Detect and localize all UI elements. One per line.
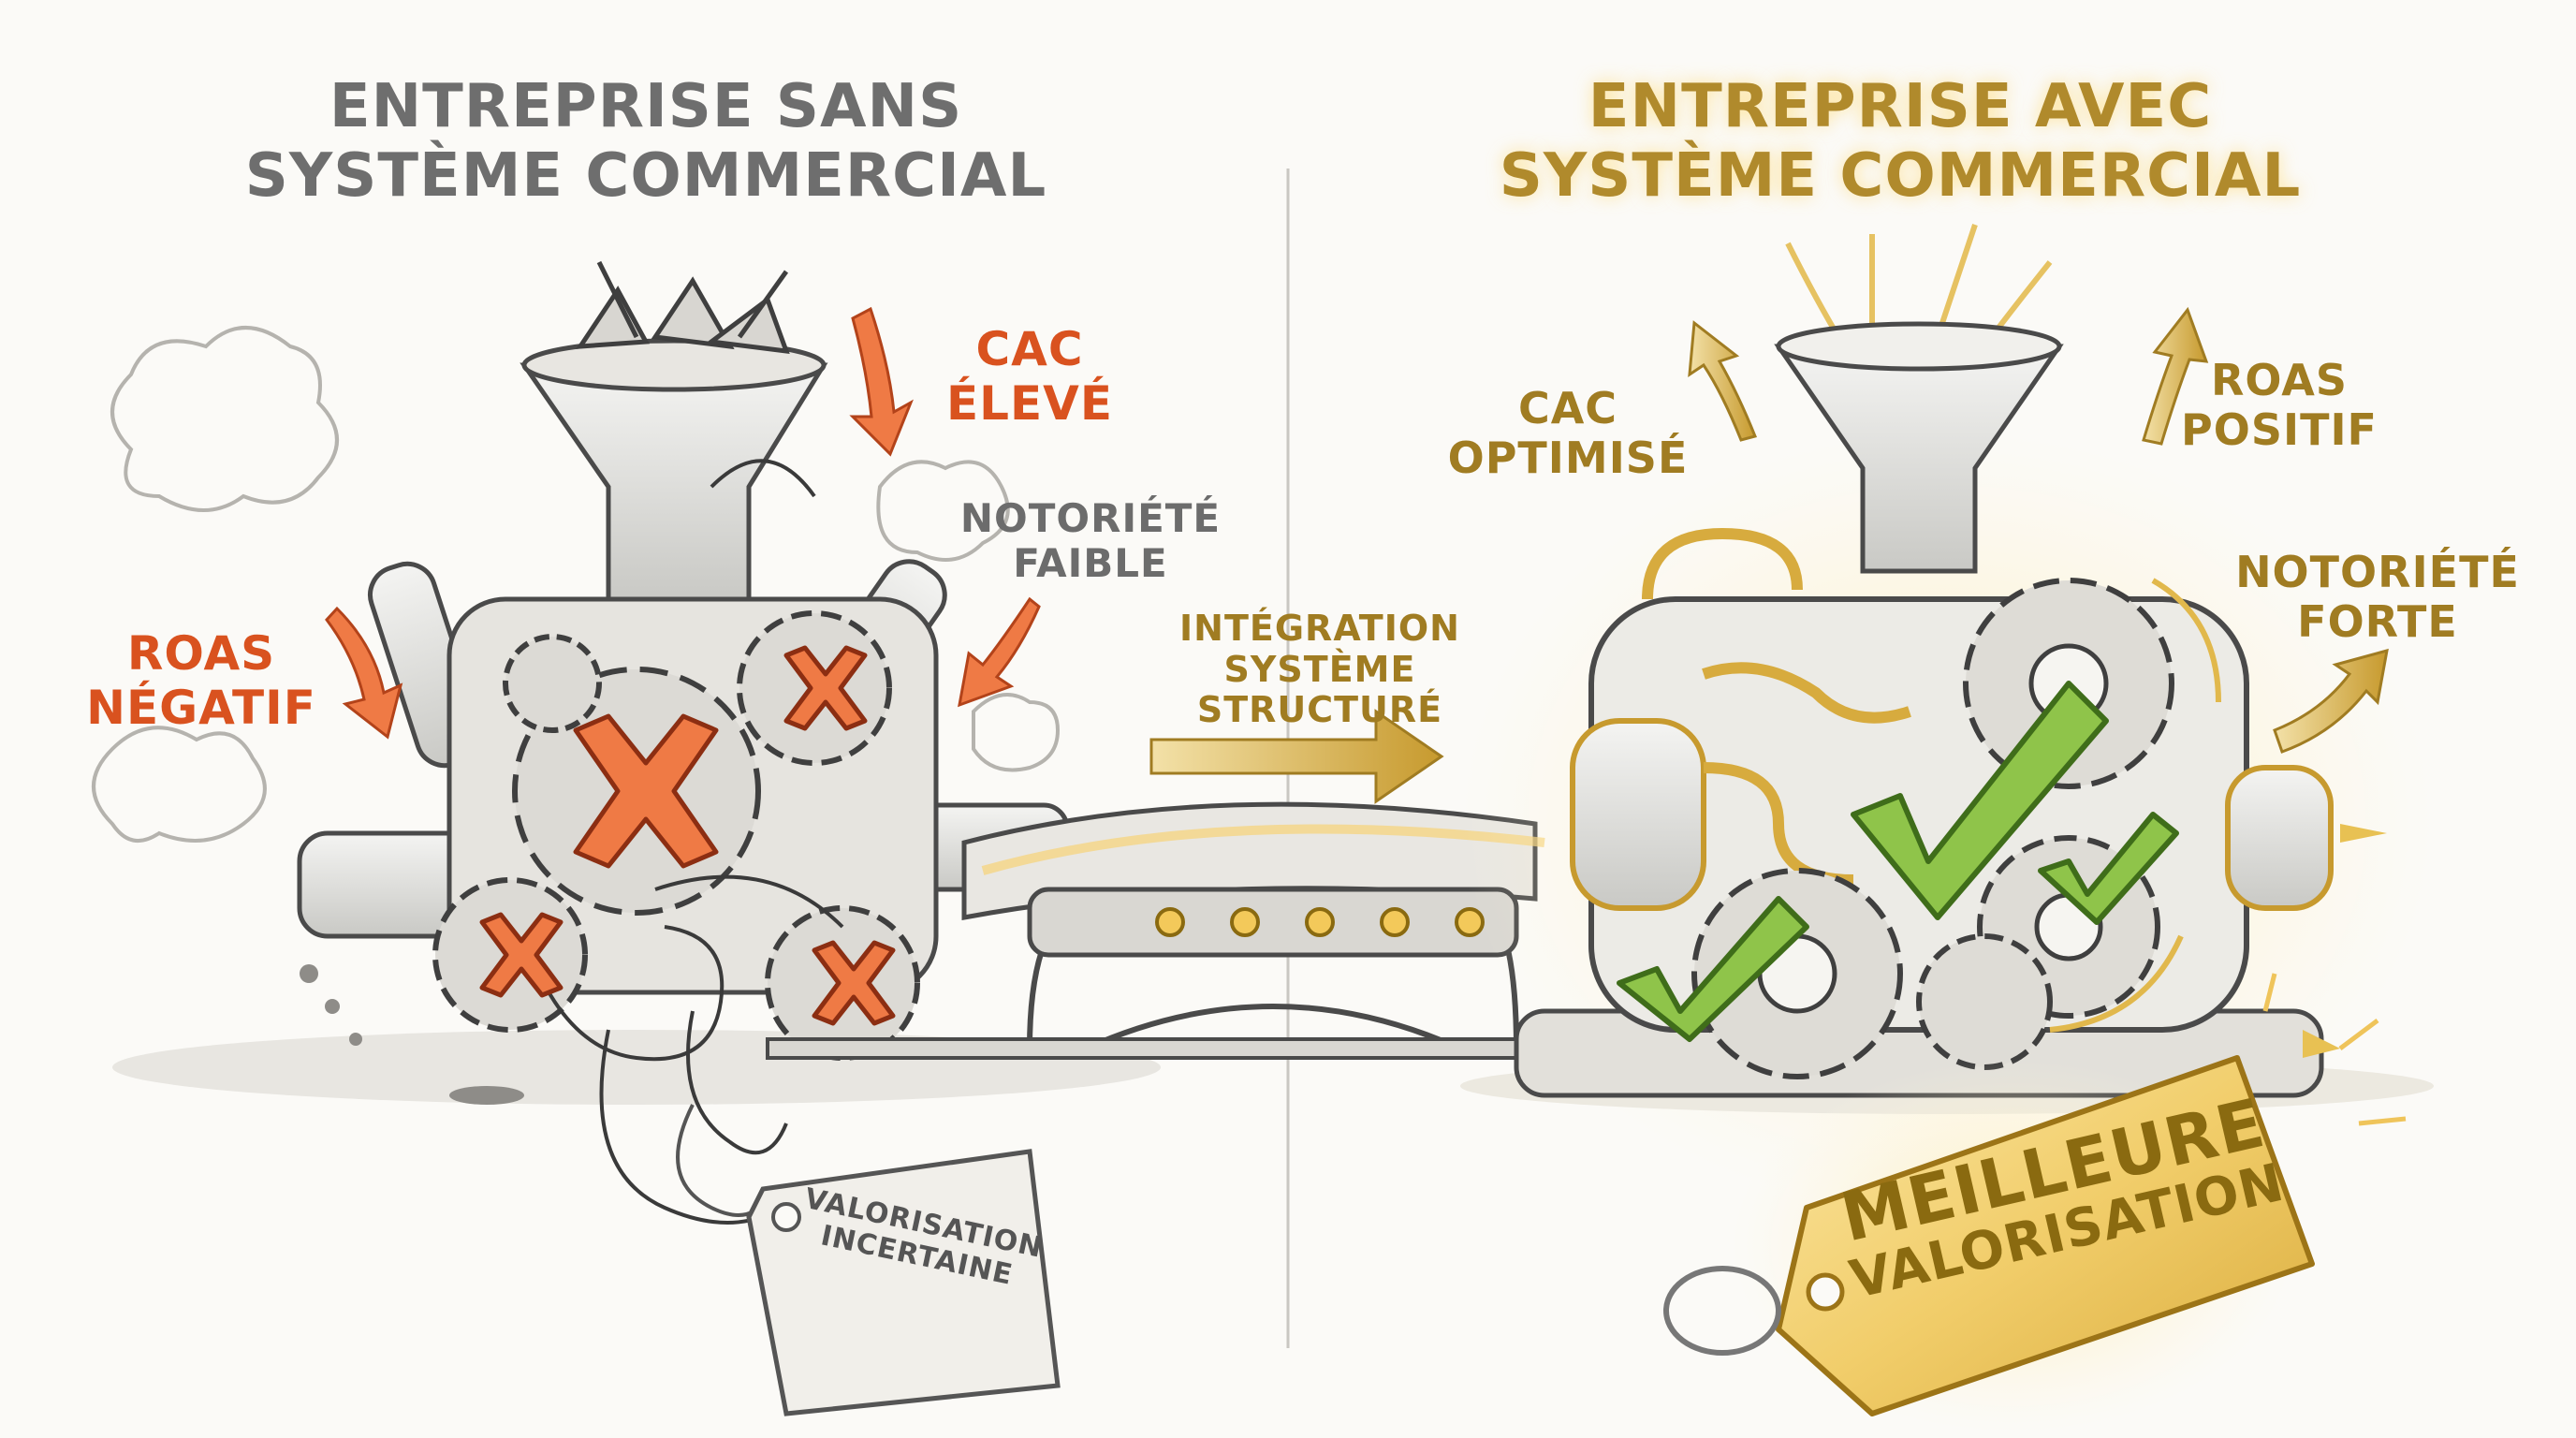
right-title: ENTREPRISE AVEC SYSTÈME COMMERCIAL — [1499, 72, 2302, 211]
up-arrow-icon — [1688, 306, 2389, 754]
label-cac-eleve: CAC ÉLEVÉ — [945, 322, 1114, 431]
label-roas-negatif: ROAS NÉGATIF — [86, 626, 316, 735]
left-title: ENTREPRISE SANS SYSTÈME COMMERCIAL — [244, 72, 1047, 211]
label-cac-optimise: CAC OPTIMISÉ — [1447, 383, 1689, 483]
smoke-icon — [92, 326, 1061, 843]
down-arrow-icon — [325, 306, 1041, 740]
label-integration: INTÉGRATION SYSTÈME STRUCTURÉ — [1179, 608, 1460, 731]
integration-arrow-icon — [1149, 709, 1444, 804]
broken-machine — [92, 260, 1161, 1416]
uncertain-valuation-tag — [746, 1149, 1061, 1416]
label-notoriete-faible: NOTORIÉTÉ FAIBLE — [959, 495, 1222, 587]
success-check-icon — [1617, 681, 2179, 1042]
label-roas-positif: ROAS POSITIF — [2181, 355, 2378, 455]
label-notoriete-forte: NOTORIÉTÉ FORTE — [2235, 547, 2520, 647]
conveyor-bridge — [766, 801, 1612, 1060]
better-valuation-tag — [1663, 973, 2407, 1432]
failure-x-icon — [479, 645, 896, 1026]
